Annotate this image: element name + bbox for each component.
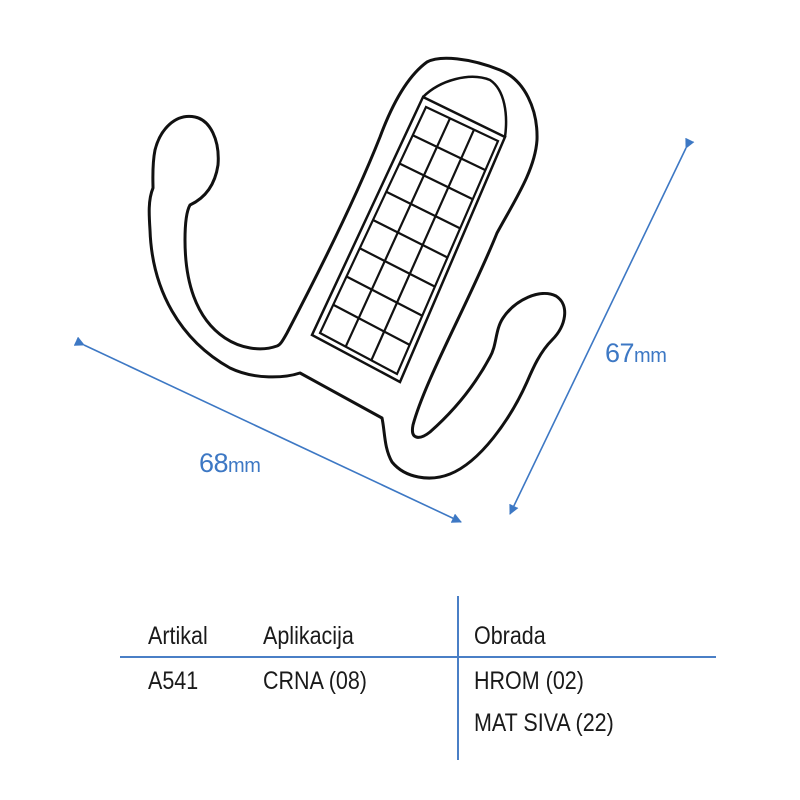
grid-column-line: [344, 117, 452, 348]
header-artikal: Artikal: [148, 622, 208, 650]
height-dimension-line: [509, 137, 695, 515]
plate-inner-frame: [318, 105, 500, 376]
header-aplikacija: Aplikacija: [263, 622, 354, 650]
plate-grid: [318, 105, 500, 376]
grid-row-line: [359, 247, 436, 288]
grid-row-line: [332, 303, 411, 346]
cell-artikal: A541: [148, 667, 199, 695]
cell-obrada-1: HROM (02): [474, 667, 584, 695]
table-column-divider: [457, 596, 459, 760]
grid-row-line: [412, 134, 486, 172]
width-value: 68: [199, 448, 229, 478]
grid-column-line: [370, 129, 476, 361]
width-dimension-line: [73, 336, 462, 523]
header-obrada: Obrada: [474, 622, 546, 650]
height-value: 67: [605, 338, 635, 368]
grid-row-line: [399, 162, 474, 201]
table-header-divider: [120, 656, 716, 658]
width-unit: mm: [228, 455, 261, 477]
grid-row-line: [345, 275, 423, 317]
plate-arch: [422, 75, 508, 138]
height-unit: mm: [634, 345, 667, 367]
width-dimension-label: 68mm: [199, 448, 261, 479]
cell-obrada-2: MAT SIVA (22): [474, 709, 614, 737]
hook-outline: [147, 56, 567, 480]
plate-outer-frame: [310, 95, 507, 384]
cell-aplikacija: CRNA (08): [263, 667, 367, 695]
grid-row-line: [372, 219, 448, 259]
height-dimension-label: 67mm: [605, 338, 667, 369]
grid-row-line: [385, 190, 461, 230]
